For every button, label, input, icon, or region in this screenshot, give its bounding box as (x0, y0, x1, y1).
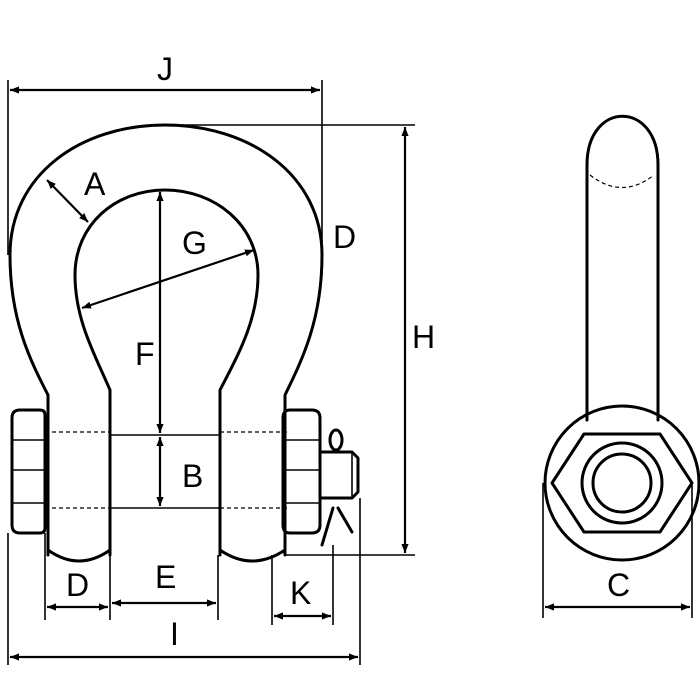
bow-inner-outline (73, 188, 260, 557)
right-hex-nut (281, 408, 322, 535)
label-f: F (135, 336, 155, 372)
label-b: B (182, 458, 203, 494)
right-leg-bottom (218, 548, 287, 563)
dimension-labels: J A G D H F B D E K I C (66, 51, 630, 652)
shackle-front-view (8, 123, 360, 563)
label-e: E (155, 559, 176, 595)
side-pin-inner (591, 452, 653, 514)
label-a: A (84, 166, 106, 202)
side-pin-outer (580, 441, 664, 525)
left-leg-bottom (46, 548, 112, 563)
dimension-lines (7, 80, 693, 665)
label-k: K (290, 575, 311, 611)
side-bow-outline (585, 114, 660, 422)
side-hex-nut (550, 432, 694, 534)
label-g: G (182, 225, 207, 261)
dimension-g (81, 248, 255, 310)
label-c: C (607, 567, 630, 603)
dimension-a (46, 179, 89, 223)
label-j: J (157, 51, 173, 87)
left-hex-nut (10, 408, 47, 535)
cotter-pin (320, 428, 354, 547)
bolt-end (318, 450, 360, 500)
side-leg-circle (543, 404, 700, 562)
label-d-bottom: D (66, 567, 89, 603)
shackle-side-view (543, 114, 700, 562)
label-h: H (412, 319, 435, 355)
label-i: I (170, 616, 179, 652)
label-d-side: D (333, 219, 356, 255)
